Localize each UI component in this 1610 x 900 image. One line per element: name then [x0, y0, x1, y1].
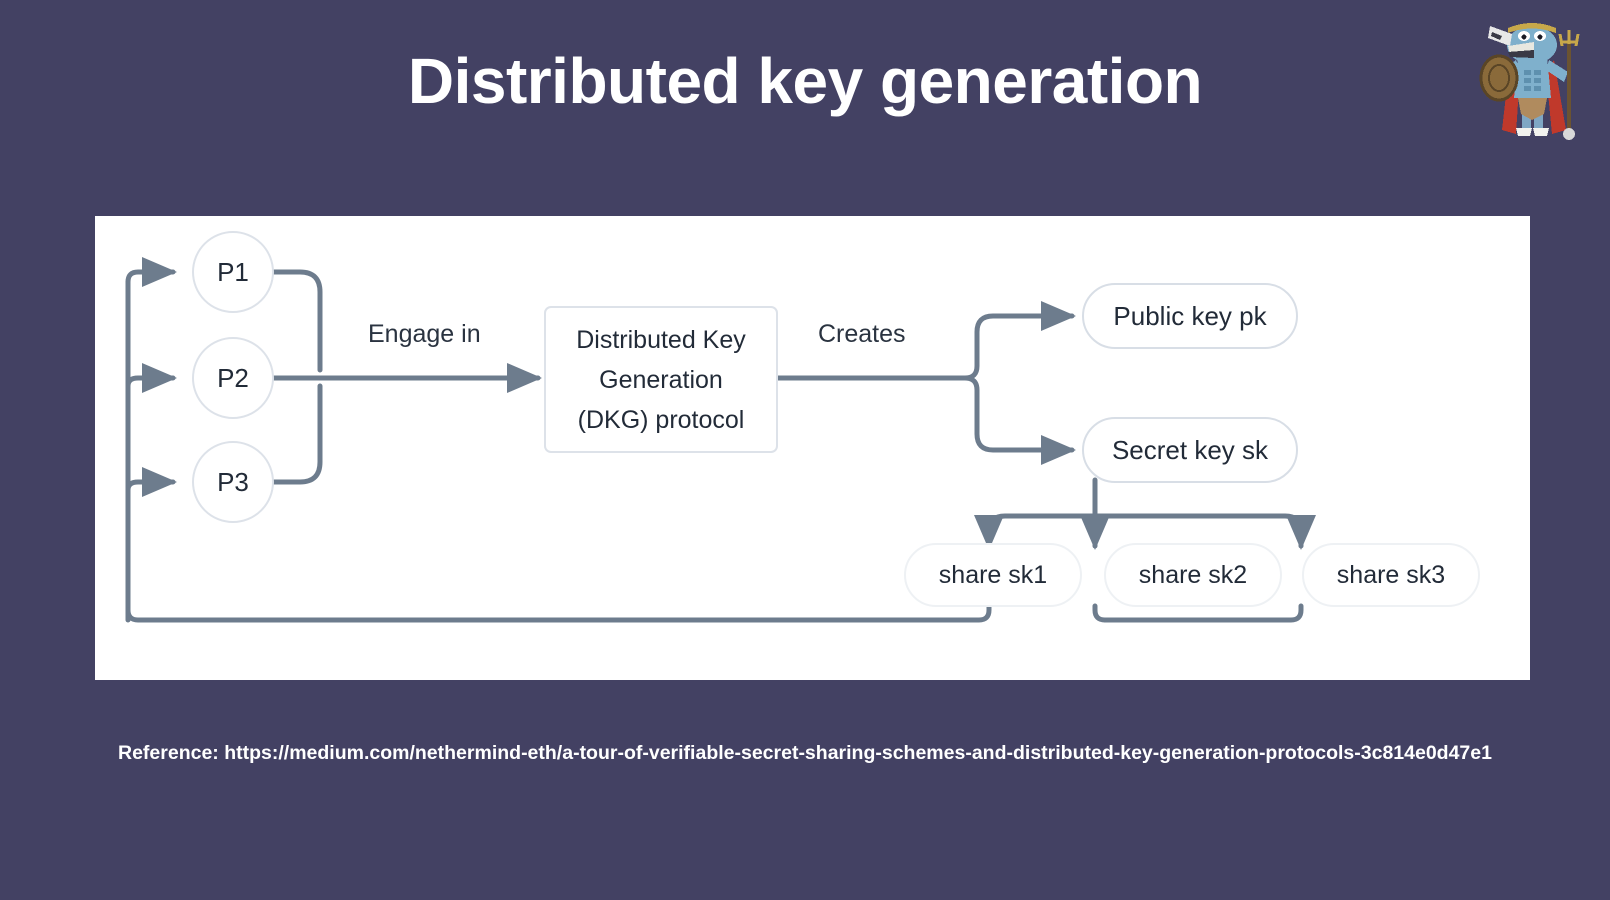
reference-footnote: Reference: https://medium.com/nethermind…: [118, 742, 1492, 764]
edge-to-p1: [125, 257, 178, 287]
diagram-panel: P1 P2 P3 Engage in Creates Distributed K…: [95, 216, 1530, 680]
edge-to-secret-key: [962, 375, 1077, 465]
dkg-line-2: Generation: [599, 365, 723, 394]
edge-share1-feedback: [125, 603, 992, 623]
edge-label-creates: Creates: [818, 320, 906, 348]
diagram-canvas: [125, 231, 1480, 623]
dkg-line-1: Distributed Key: [576, 325, 746, 354]
node-p1[interactable]: [192, 231, 274, 313]
edge-p1-merge: [270, 269, 323, 373]
node-secret-key[interactable]: [1082, 417, 1298, 483]
edge-label-engage-in: Engage in: [368, 320, 481, 348]
node-p2[interactable]: [192, 337, 274, 419]
node-share-sk3[interactable]: [1302, 543, 1480, 607]
node-share-sk2[interactable]: [1104, 543, 1282, 607]
node-public-key[interactable]: [1082, 283, 1298, 349]
node-dkg-protocol-label: Distributed Key Generation (DKG) protoco…: [545, 307, 777, 452]
edge-to-p3: [125, 467, 178, 497]
node-dkg-protocol[interactable]: [544, 306, 778, 453]
edge-to-p2: [125, 363, 178, 393]
edge-to-share-3: [1092, 513, 1316, 551]
edge-share3-feedback: [1102, 603, 1304, 623]
node-share-sk1[interactable]: [904, 543, 1082, 607]
edge-p3-merge: [270, 383, 323, 485]
dkg-line-3: (DKG) protocol: [577, 405, 745, 434]
node-p3[interactable]: [192, 441, 274, 523]
page-title: Distributed key generation: [407, 45, 1203, 117]
edge-to-public-key: [962, 301, 1077, 381]
edge-to-share-1: [974, 513, 1098, 551]
fish-warrior-mascot: [1472, 12, 1592, 152]
